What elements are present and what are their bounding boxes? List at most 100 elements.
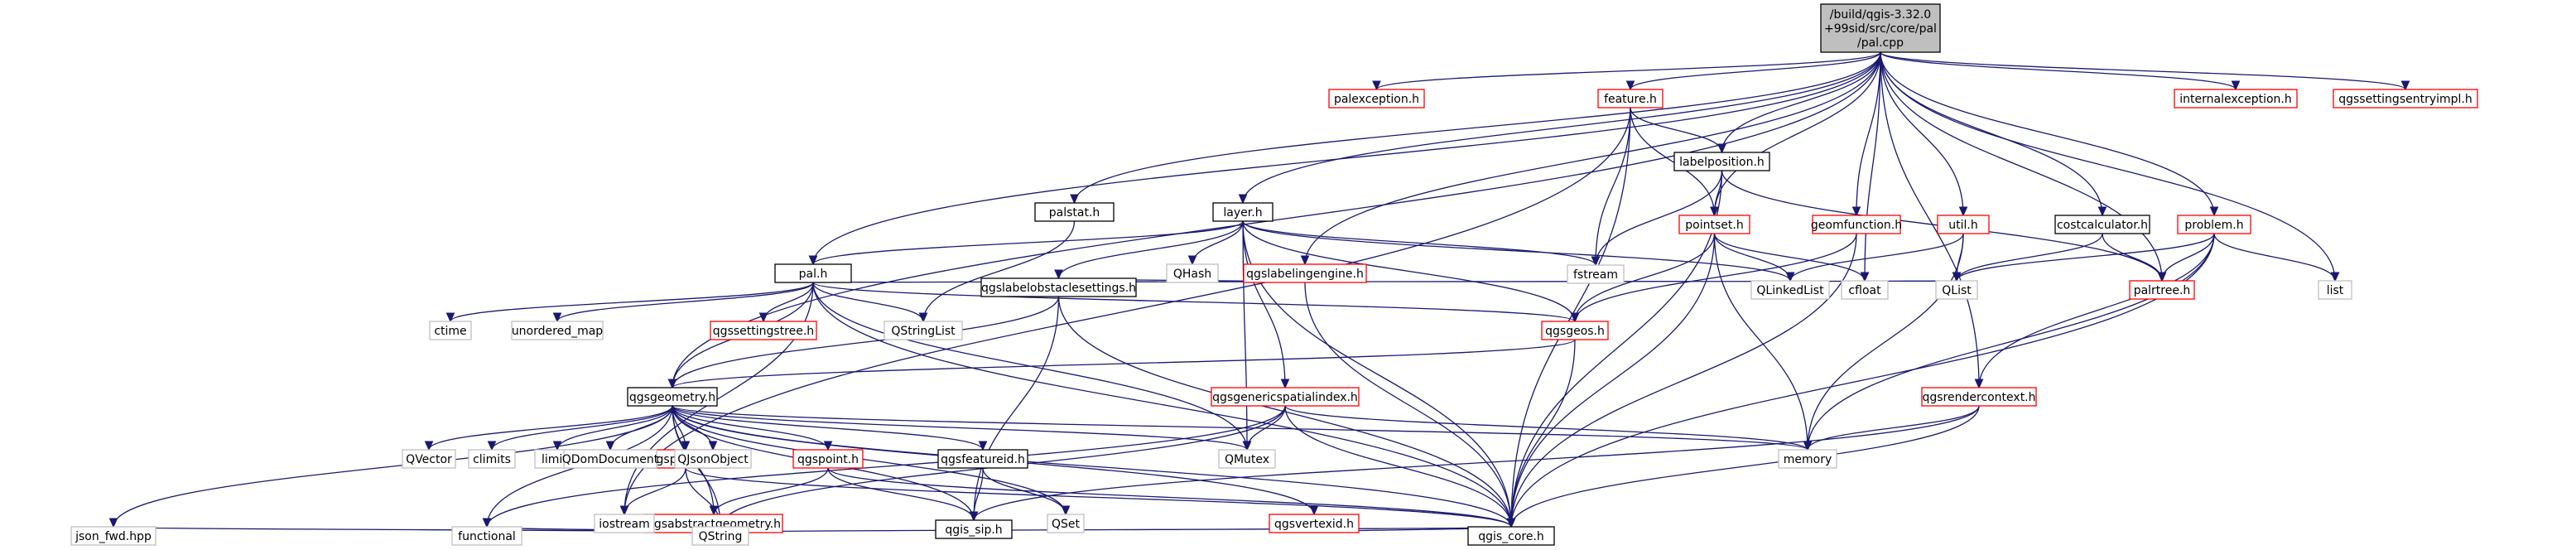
node-pointset-h[interactable]: pointset.h — [1678, 215, 1750, 234]
dependency-nodes: /build/qgis-3.32.0+99sid/src/core/pal/pa… — [70, 3, 2478, 546]
node-QMutex[interactable]: QMutex — [1218, 449, 1276, 469]
node-box — [1597, 89, 1664, 109]
node-palexception-h[interactable]: palexception.h — [1328, 89, 1425, 109]
edge-layer_h-to-qgslabelobstaclesettings_h — [1059, 220, 1244, 278]
node-problem-h[interactable]: problem.h — [2177, 215, 2251, 234]
node-costcalculator-h[interactable]: costcalculator.h — [2054, 215, 2150, 234]
node-label: qgsvertexid.h — [1274, 518, 1354, 531]
node-qgsgeos-h[interactable]: qgsgeos.h — [1541, 321, 1609, 340]
node-qgsrendercontext-h[interactable]: qgsrendercontext.h — [1921, 387, 2037, 407]
node-label: QMutex — [1225, 453, 1269, 466]
node-util-h[interactable]: util.h — [1937, 215, 1990, 234]
node-box — [710, 321, 817, 340]
node-ctime[interactable]: ctime — [429, 321, 472, 340]
node-box — [1678, 215, 1750, 234]
node-geomfunction-h[interactable]: geomfunction.h — [1811, 215, 1902, 234]
edge-qgsrendercontext_h-to-qgis_sip_h — [974, 405, 1980, 520]
node-label: qgsrendercontext.h — [1922, 391, 2035, 404]
node-box — [70, 526, 156, 546]
node-label: json_fwd.hpp — [75, 530, 152, 543]
node-box — [980, 277, 1137, 297]
edge-problem_h-to-qgsrendercontext_h — [1979, 233, 2215, 388]
node-palstat-h[interactable]: palstat.h — [1034, 202, 1115, 222]
node-QVector[interactable]: QVector — [402, 449, 456, 469]
node-QStringList[interactable]: QStringList — [884, 321, 963, 340]
node-label: palrtree.h — [2134, 284, 2191, 297]
node-qgsgenericspatialindex-h[interactable]: qgsgenericspatialindex.h — [1211, 387, 1360, 407]
node-labelposition-h[interactable]: labelposition.h — [1673, 152, 1770, 171]
edge-pal_cpp-to-qgslabelingengine_h — [1305, 51, 1881, 264]
edge-qgsrendercontext_h-to-qgis_core_h — [1511, 405, 1980, 527]
node-box — [2318, 280, 2352, 300]
node-box — [1166, 263, 1219, 283]
node-qgslabelingengine-h[interactable]: qgslabelingengine.h — [1243, 263, 1367, 283]
node-palrtree-h[interactable]: palrtree.h — [2129, 280, 2195, 300]
node-box — [402, 449, 456, 469]
node-qgssettingsentryimpl-h[interactable]: qgssettingsentryimpl.h — [2333, 89, 2478, 109]
node-box — [1211, 387, 1360, 407]
node-qgis-sip-h[interactable]: qgis_sip.h — [935, 519, 1013, 539]
node-functional[interactable]: functional — [451, 526, 522, 546]
node-pal-h[interactable]: pal.h — [774, 263, 852, 283]
node-feature-h[interactable]: feature.h — [1597, 89, 1664, 109]
edge-costcalculator_h-to-palrtree_h — [2102, 233, 2162, 281]
node-qgsgeometry-h[interactable]: qgsgeometry.h — [627, 387, 718, 407]
node-QJsonObject[interactable]: QJsonObject — [674, 449, 752, 469]
node-label: qgsgeos.h — [1545, 325, 1605, 338]
edge-problem_h-to-list — [2213, 233, 2335, 281]
node-label: qgspoint.h — [797, 453, 859, 466]
node-QLinkedList[interactable]: QLinkedList — [1750, 280, 1830, 300]
node-pal-cpp[interactable]: /build/qgis-3.32.0+99sid/src/core/pal/pa… — [1820, 3, 1941, 53]
node-box — [1921, 387, 2037, 407]
node-box — [1328, 89, 1425, 109]
node-box — [563, 449, 657, 469]
node-json-fwd-hpp[interactable]: json_fwd.hpp — [70, 526, 156, 546]
node-label: QList — [1942, 284, 1972, 297]
edge-layer_h-to-QHash — [1192, 220, 1244, 264]
edge-pal_cpp-to-labelposition_h — [1722, 51, 1881, 152]
node-unordered-map[interactable]: unordered_map — [511, 321, 604, 340]
node-list[interactable]: list — [2318, 280, 2352, 300]
node-label: QLinkedList — [1756, 284, 1824, 297]
node-QString[interactable]: QString — [691, 526, 749, 546]
node-iostream[interactable]: iostream — [594, 514, 655, 533]
node-memory[interactable]: memory — [1778, 449, 1837, 469]
edge-pal_cpp-to-palexception_h — [1377, 51, 1881, 89]
node-label: qgslabelingengine.h — [1246, 268, 1364, 281]
node-internalexception-h[interactable]: internalexception.h — [2174, 89, 2298, 109]
edge-pal_cpp-to-qgssettingsentryimpl_h — [1880, 51, 2405, 89]
node-label: palstat.h — [1049, 206, 1100, 220]
node-label: unordered_map — [512, 325, 603, 338]
node-label: QHash — [1173, 268, 1211, 281]
node-qgspoint-h[interactable]: qgspoint.h — [792, 449, 864, 469]
node-label: memory — [1784, 453, 1832, 466]
node-box — [1269, 514, 1360, 533]
node-QList[interactable]: QList — [1935, 280, 1978, 300]
edge-layer_h-to-pal_h — [813, 220, 1244, 264]
node-layer-h[interactable]: layer.h — [1212, 202, 1274, 222]
edge-qgspoint_h-to-qgsabstractgeometry_h — [714, 467, 829, 514]
edge-pal_cpp-to-list — [1880, 51, 2335, 281]
node-qgis-core-h[interactable]: qgis_core.h — [1467, 526, 1555, 546]
node-qgslabelobstaclesettings-h[interactable]: qgslabelobstaclesettings.h — [980, 277, 1137, 297]
node-fstream[interactable]: fstream — [1567, 264, 1625, 284]
edge-qgslabelobstaclesettings_h-to-qgsgeometry_h — [672, 296, 1060, 388]
node-cfloat[interactable]: cfloat — [1841, 280, 1889, 300]
node-label: layer.h — [1223, 206, 1262, 220]
node-climits[interactable]: climits — [468, 449, 516, 469]
node-qgsfeatureid-h[interactable]: qgsfeatureid.h — [937, 449, 1028, 469]
node-qgsvertexid-h[interactable]: qgsvertexid.h — [1269, 514, 1360, 533]
node-label: climits — [473, 453, 511, 466]
edge-problem_h-to-palrtree_h — [2162, 233, 2215, 281]
edge-problem_h-to-QList — [1957, 233, 2215, 281]
edge-pal_cpp-to-qgsrendercontext_h — [1880, 51, 1979, 388]
edge-qgspoint_h-to-qgis_core_h — [827, 467, 1511, 527]
node-qgssettingstree-h[interactable]: qgssettingstree.h — [710, 321, 817, 340]
node-QSet[interactable]: QSet — [1047, 514, 1085, 533]
node-label: QSet — [1052, 518, 1081, 531]
edge-layer_h-to-fstream — [1242, 220, 1596, 265]
node-label: ctime — [434, 325, 466, 338]
edge-qgsgeos_h-to-qgis_core_h — [1511, 339, 1576, 527]
node-QDomDocument[interactable]: QDomDocument — [562, 449, 659, 469]
node-QHash[interactable]: QHash — [1166, 263, 1219, 283]
